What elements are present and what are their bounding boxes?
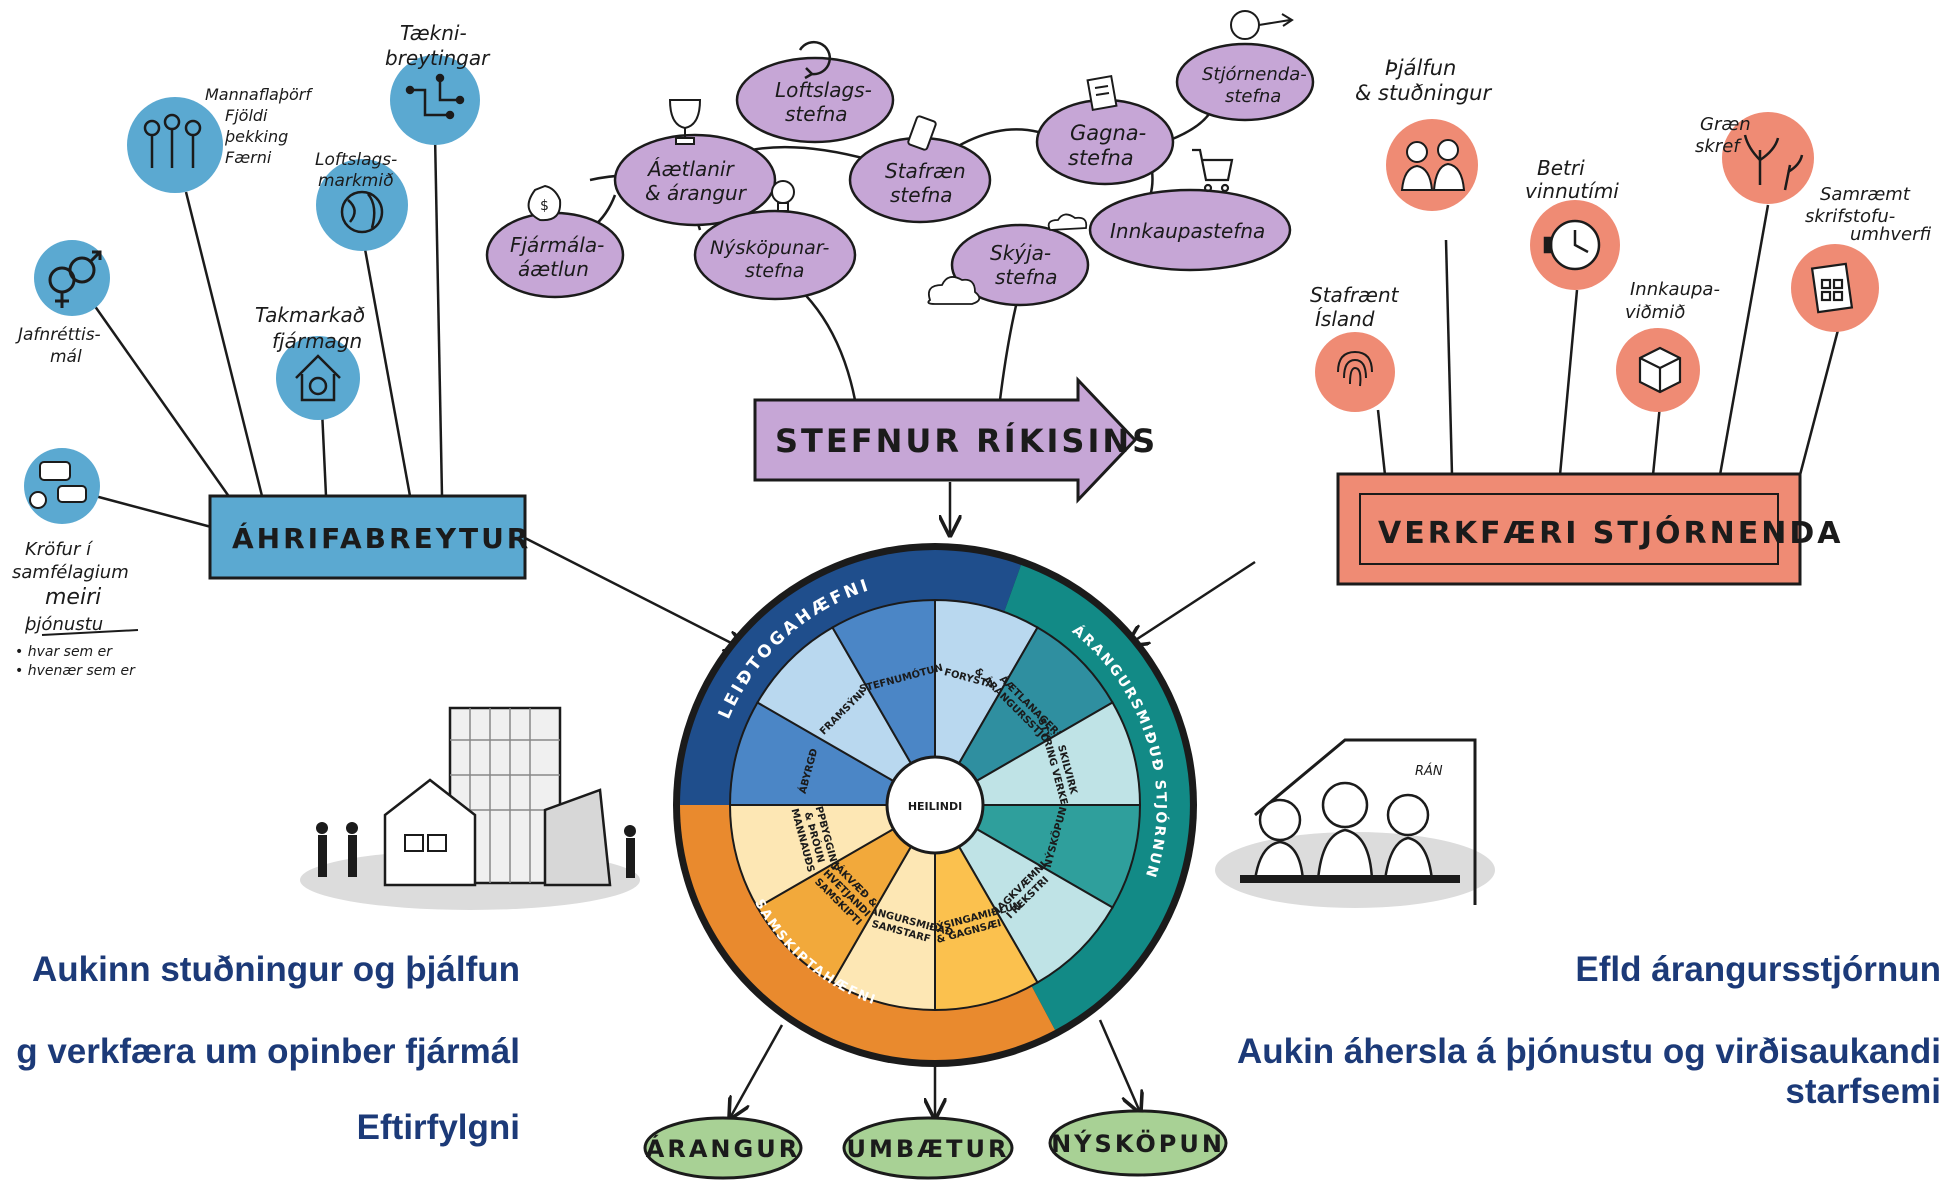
influencers-box: ÁHRIFABREYTUR (208, 494, 531, 580)
manager-tools-box-label: VERKFÆRI STJÓRNENDA (1378, 514, 1843, 551)
cloud-icon (927, 213, 1088, 305)
svg-text:Nýsköpunar- stefna: Nýsköpunar- stefna (710, 237, 835, 282)
svg-text:$: $ (540, 198, 549, 214)
money-bag-icon: $ (527, 184, 562, 222)
plant-icon (1743, 134, 1804, 191)
building-scene-illustration (300, 706, 640, 910)
right-item-plant-text: Græn skref (1695, 114, 1756, 157)
policy-bubble-managers: Stjórnenda- stefna (1175, 10, 1315, 122)
left-item-gender: Jafnréttis- mál (15, 240, 110, 367)
right-item-box-text: Innkaupa- viðmið (1625, 279, 1726, 323)
right-item-fingerprint-text: Stafrænt Ísland (1310, 283, 1405, 331)
left-item-circuit-text: Tækni- breytingar (385, 21, 491, 70)
right-item-plant: Græn skref (1695, 112, 1814, 204)
influencers-box-label: ÁHRIFABREYTUR (232, 521, 531, 555)
right-item-coaching: Þjálfun & stuðningur (1355, 56, 1492, 211)
left-item-people-text: Mannaflaþörf Fjöldi þekking Færni (205, 85, 316, 167)
cart-icon (1192, 148, 1234, 193)
outcome-bubbles: ÁRANGUR UMBÆTUR NÝSKÖPUN (643, 1109, 1228, 1180)
caption-right-performance: Efld árangursstjórnun (1575, 950, 1941, 989)
svg-text:ÁRANGUR: ÁRANGUR (646, 1134, 800, 1163)
roof-sign-label: RÁN (1415, 763, 1443, 779)
right-item-floorplan-text: Samræmt skrifstofu- umhverfi (1805, 184, 1931, 245)
svg-text:UMBÆTUR: UMBÆTUR (846, 1135, 1009, 1163)
right-item-box: Innkaupa- viðmið (1616, 279, 1726, 412)
trophy-icon (668, 99, 702, 145)
people-icon (143, 113, 202, 168)
globe-icon (340, 190, 384, 234)
policy-bubble-cloud: Skýja- stefna (927, 213, 1090, 307)
manager-tools-box: VERKFÆRI STJÓRNENDA (1336, 472, 1843, 586)
left-item-chat: Kröfur í samfélagium meiri þjónustu • hv… (12, 448, 139, 679)
clock-icon (1543, 219, 1601, 271)
policy-bubble-innovation: Nýsköpunar- stefna (693, 180, 857, 301)
recycle-icon (798, 40, 832, 80)
phone-icon (907, 115, 937, 151)
fingerprint-icon (1337, 350, 1373, 387)
svg-text:Skýja- stefna: Skýja- stefna (990, 241, 1058, 289)
policy-arrow: STEFNUR RÍKISINS (753, 376, 1158, 504)
left-item-chat-text: Kröfur í samfélagium meiri þjónustu • hv… (12, 539, 136, 679)
left-item-house-money-text: Takmarkað fjármagn (255, 303, 371, 353)
manager-icon (1230, 10, 1294, 40)
document-icon (1086, 74, 1118, 112)
caption-left-followup: Eftirfylgni (356, 1108, 520, 1147)
chat-icon (29, 461, 87, 509)
box-icon (1638, 346, 1682, 394)
caption-right-service-focus: Aukin áhersla á þjónustu og virðisaukand… (1236, 1032, 1941, 1111)
wheel-center-label: HEILINDI (908, 800, 962, 813)
outcome-bubble-improvements: UMBÆTUR (842, 1116, 1014, 1180)
left-item-globe-text: Loftslags- markmið (315, 150, 403, 191)
coaching-icon (1400, 139, 1466, 191)
caption-left-support: Aukinn stuðningur og þjálfun (32, 950, 520, 989)
left-item-globe: Loftslags- markmið (315, 150, 408, 251)
right-item-clock: Betri vinnutími (1525, 156, 1620, 290)
outcome-bubble-innovation: NÝSKÖPUN (1048, 1109, 1228, 1177)
right-item-coaching-text: Þjálfun & stuðningur (1355, 56, 1492, 105)
svg-text:Loftslags- stefna: Loftslags- stefna (775, 78, 878, 126)
caption-left-tools: g verkfæra um opinber fjármál (16, 1032, 520, 1071)
policy-bubble-climate: Loftslags- stefna (735, 40, 895, 144)
left-item-gender-text: Jafnréttis- mál (15, 325, 106, 367)
house-money-icon (295, 354, 341, 402)
lightbulb-icon (771, 180, 795, 212)
svg-text:Innkaupastefna: Innkaupastefna (1110, 219, 1265, 243)
policy-bubble-budget: $ Fjármála- áætlun (485, 184, 625, 299)
right-item-clock-text: Betri vinnutími (1525, 156, 1619, 203)
circuit-icon (405, 73, 465, 120)
meeting-scene-illustration: RÁN (1215, 738, 1495, 908)
policy-bubble-plans: Áætlanir & árangur (613, 99, 777, 227)
svg-text:Fjármála- áætlun: Fjármála- áætlun (510, 233, 611, 281)
svg-text:Stjórnenda- stefna: Stjórnenda- stefna (1202, 64, 1312, 107)
wheel-center (885, 755, 985, 855)
svg-text:NÝSKÖPUN: NÝSKÖPUN (1051, 1128, 1225, 1158)
policy-bubble-digital: Stafræn stefna (848, 115, 992, 224)
policy-arrow-label: STEFNUR RÍKISINS (775, 422, 1158, 460)
right-item-fingerprint: Stafrænt Ísland (1310, 283, 1405, 412)
svg-text:Gagna- stefna: Gagna- stefna (1068, 121, 1153, 170)
svg-text:Stafræn stefna: Stafræn stefna (885, 159, 972, 207)
left-item-people: Mannaflaþörf Fjöldi þekking Færni (127, 85, 316, 193)
policy-bubbles: $ Fjármála- áætlun Áætlanir & árangur (485, 10, 1315, 307)
policy-bubble-procurement: Innkaupastefna (1088, 148, 1292, 272)
gender-icon (48, 250, 102, 308)
left-item-house-money: Takmarkað fjármagn (255, 303, 371, 420)
left-item-circuit: Tækni- breytingar (385, 21, 491, 145)
right-item-floorplan: Samræmt skrifstofu- umhverfi (1791, 184, 1931, 332)
policy-bubble-data: Gagna- stefna (1035, 74, 1175, 186)
outcome-bubble-results: ÁRANGUR (643, 1116, 803, 1180)
floorplan-icon (1810, 262, 1854, 314)
svg-text:Áætlanir & árangur: Áætlanir & árangur (645, 157, 748, 205)
